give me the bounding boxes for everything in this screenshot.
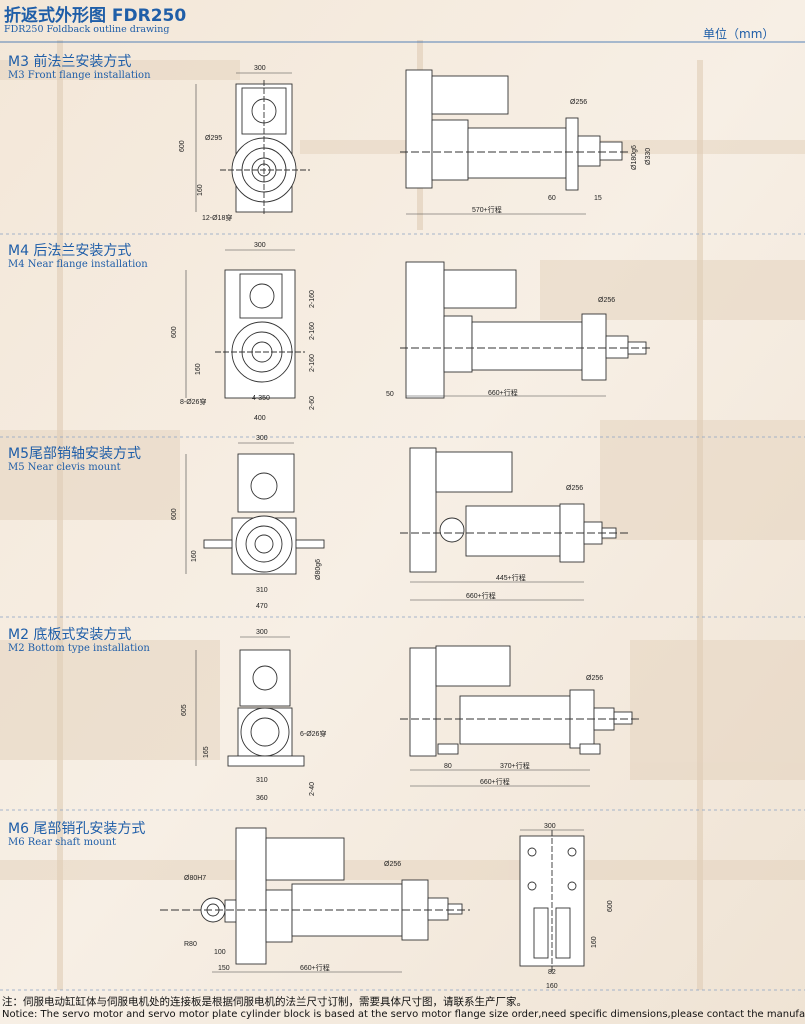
m6-slot-label: 82 bbox=[548, 969, 556, 976]
m4-offset-label: 50 bbox=[386, 391, 394, 398]
section-m6-title: M6 尾部销孔安装方式 bbox=[8, 821, 146, 837]
m2-rail-label: 2-40 bbox=[309, 782, 316, 796]
note-chinese: 注：伺服电动缸缸体与伺服电机处的连接板是根据伺服电机的法兰尺寸订制，需要具体尺寸… bbox=[2, 996, 527, 1008]
m4-row4-label: 2-60 bbox=[309, 396, 316, 410]
m3-dim-b-label: 15 bbox=[594, 195, 602, 202]
m6-side-view bbox=[160, 827, 470, 965]
m2-holes-label: 6-Ø26穿 bbox=[300, 729, 326, 738]
m5-w1-label: 310 bbox=[256, 587, 268, 594]
m3-width-label: 300 bbox=[254, 65, 266, 72]
dimension-labels: 300 600 Ø295 160 12-Ø18穿 Ø256 570+行程 60 … bbox=[171, 65, 652, 990]
m4-width-label: 300 bbox=[254, 242, 266, 249]
m6-radius-label: R80 bbox=[184, 941, 197, 948]
m2-length-label: 660+行程 bbox=[480, 777, 510, 786]
m5-height-label: 600 bbox=[171, 508, 178, 520]
m3-height-label: 600 bbox=[179, 140, 186, 152]
m4-length-label: 660+行程 bbox=[488, 388, 518, 397]
m2-side-view bbox=[400, 645, 640, 757]
m3-outer-dia-label: Ø330 bbox=[645, 148, 652, 165]
document-title: 折返式外形图 FDR250 bbox=[4, 6, 187, 26]
m6-top-center-label: 160 bbox=[591, 936, 598, 948]
m3-dim-a-label: 60 bbox=[548, 195, 556, 202]
m4-center-label: 160 bbox=[195, 363, 202, 375]
m4-total-width-label: 400 bbox=[254, 415, 266, 422]
section-m3-subtitle: M3 Front flange installation bbox=[8, 70, 151, 81]
section-m4-subtitle: M4 Near flange installation bbox=[8, 259, 148, 270]
m3-cylinder-dia-label: Ø256 bbox=[570, 99, 587, 106]
m5-cylinder-dia-label: Ø256 bbox=[566, 485, 583, 492]
note-english: Notice: The servo motor and servo motor … bbox=[2, 1009, 805, 1020]
m2-cylinder-dia-label: Ø256 bbox=[586, 675, 603, 682]
m3-side-view bbox=[400, 69, 630, 191]
m4-holes-label: 8-Ø26穿 bbox=[180, 397, 206, 406]
m6-length-label: 660+行程 bbox=[300, 963, 330, 972]
section-m4-title: M4 后法兰安装方式 bbox=[8, 243, 132, 259]
m6-top-height-label: 600 bbox=[607, 900, 614, 912]
section-m3-title: M3 前法兰安装方式 bbox=[8, 54, 132, 70]
m4-side-view bbox=[400, 261, 650, 399]
m5-side-view bbox=[400, 447, 630, 573]
m4-cylinder-dia-label: Ø256 bbox=[598, 297, 615, 304]
m2-end-view bbox=[227, 649, 305, 767]
m3-holes-label: 12-Ø18穿 bbox=[202, 213, 232, 222]
m4-row1-label: 2-160 bbox=[309, 290, 316, 308]
m3-center-label: 160 bbox=[197, 184, 204, 196]
m4-height-label: 600 bbox=[171, 326, 178, 338]
section-m2-subtitle: M2 Bottom type installation bbox=[8, 643, 150, 654]
m3-rod-dia-label: Ø180g6 bbox=[631, 145, 638, 170]
m5-end-view bbox=[203, 453, 325, 575]
m4-pitch-label: 4-350 bbox=[252, 395, 270, 402]
m3-end-view bbox=[220, 80, 310, 216]
document-subtitle: FDR250 Foldback outline drawing bbox=[4, 24, 170, 35]
m5-w2-label: 470 bbox=[256, 603, 268, 610]
m2-center-label: 165 bbox=[203, 746, 210, 758]
m2-w2-label: 360 bbox=[256, 795, 268, 802]
m2-width-label: 300 bbox=[256, 629, 268, 636]
m2-w1-label: 310 bbox=[256, 777, 268, 784]
m2-length1-label: 370+行程 bbox=[500, 761, 530, 770]
m3-length-label: 570+行程 bbox=[472, 205, 502, 214]
m6-top-view bbox=[519, 830, 585, 972]
m3-flange-dia-label: Ø295 bbox=[205, 135, 222, 142]
m5-pin-dia-label: Ø80g6 bbox=[315, 559, 322, 580]
m5-length1-label: 445+行程 bbox=[496, 573, 526, 582]
m4-end-view bbox=[215, 269, 305, 399]
m5-width-label: 300 bbox=[256, 435, 268, 442]
m5-center-label: 160 bbox=[191, 550, 198, 562]
section-m2-title: M2 底板式安装方式 bbox=[8, 627, 132, 643]
m6-top-width-label: 300 bbox=[544, 823, 556, 830]
m6-cylinder-dia-label: Ø256 bbox=[384, 861, 401, 868]
section-m6-subtitle: M6 Rear shaft mount bbox=[8, 837, 116, 848]
m6-dim-b-label: 150 bbox=[218, 965, 230, 972]
section-m5-title: M5尾部销轴安装方式 bbox=[8, 446, 141, 462]
m2-dim-a-label: 80 bbox=[444, 763, 452, 770]
section-m5-subtitle: M5 Near clevis mount bbox=[8, 462, 121, 473]
m4-row3-label: 2-160 bbox=[309, 354, 316, 372]
m6-base-label: 160 bbox=[546, 983, 558, 990]
m4-row2-label: 2-160 bbox=[309, 322, 316, 340]
m6-hole-label: Ø80H7 bbox=[184, 875, 206, 882]
dimension-lines bbox=[185, 72, 606, 973]
m6-dim-a-label: 100 bbox=[214, 949, 226, 956]
units-label: 单位（mm） bbox=[703, 27, 775, 41]
m2-height-label: 605 bbox=[181, 704, 188, 716]
m5-length-label: 660+行程 bbox=[466, 591, 496, 600]
